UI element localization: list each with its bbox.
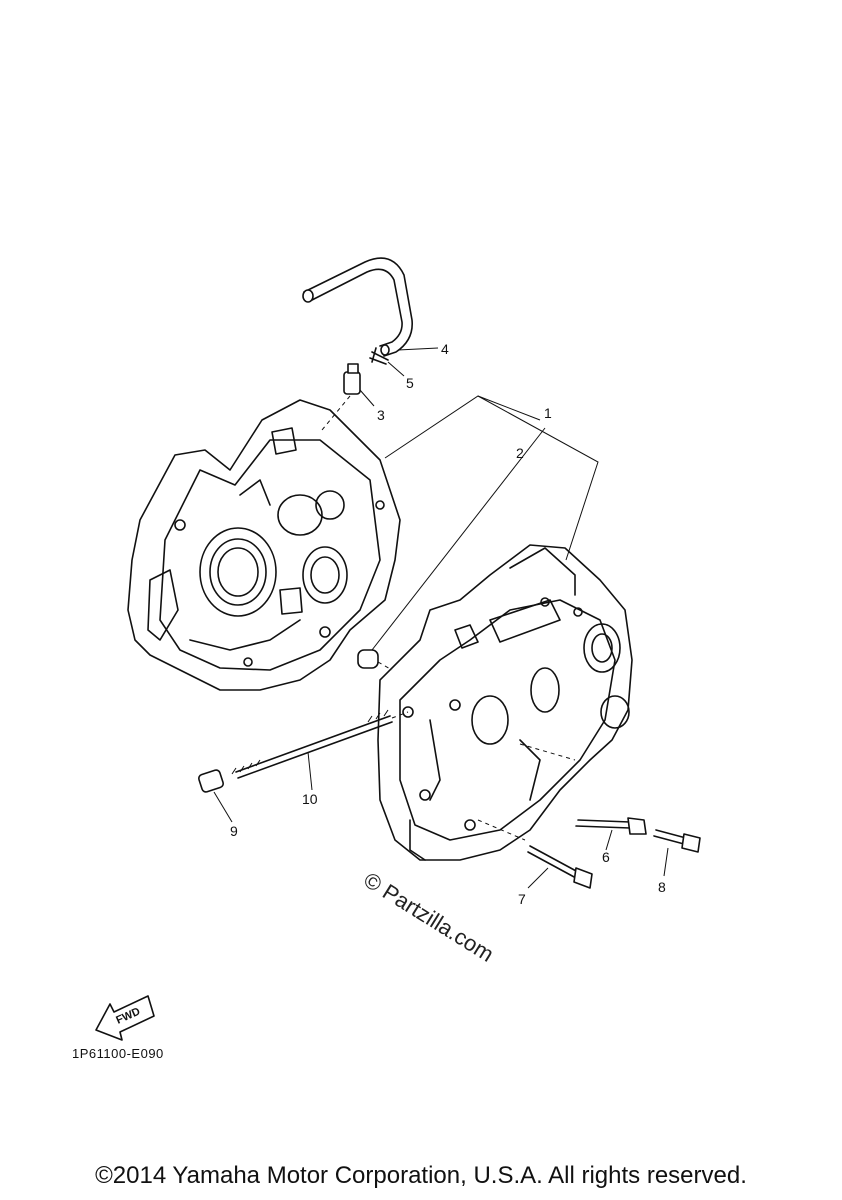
hose-clip [369, 347, 389, 365]
crankcase-right [377, 544, 633, 861]
part-label-4: 4 [441, 341, 449, 357]
leader-part-1 [384, 395, 599, 561]
diagram-code: 1P61100-E090 [72, 1046, 164, 1061]
bolt-6 [575, 817, 647, 851]
part-label-5: 5 [406, 375, 414, 391]
stud-nut [197, 769, 233, 823]
part-label-1: 1 [544, 405, 552, 421]
part-label-3: 3 [377, 407, 385, 423]
bolt-7 [527, 845, 593, 889]
long-stud-bolt [231, 709, 409, 791]
part-label-10: 10 [302, 791, 318, 807]
part-label-7: 7 [518, 891, 526, 907]
partzilla-watermark: © Partzilla.com [359, 867, 498, 967]
copyright-notice: ©2014 Yamaha Motor Corporation, U.S.A. A… [95, 1162, 747, 1189]
bolt-8 [653, 829, 701, 877]
breather-hose [302, 257, 413, 357]
part-label-9: 9 [230, 823, 238, 839]
part-label-6: 6 [602, 849, 610, 865]
dowel-pin [357, 427, 546, 671]
breather-joint [321, 363, 361, 431]
part-label-8: 8 [658, 879, 666, 895]
crankcase-left [127, 399, 401, 691]
part-label-2: 2 [516, 445, 524, 461]
leader-lines-top [359, 347, 439, 407]
fwd-arrow-icon: FWD [95, 995, 155, 1041]
